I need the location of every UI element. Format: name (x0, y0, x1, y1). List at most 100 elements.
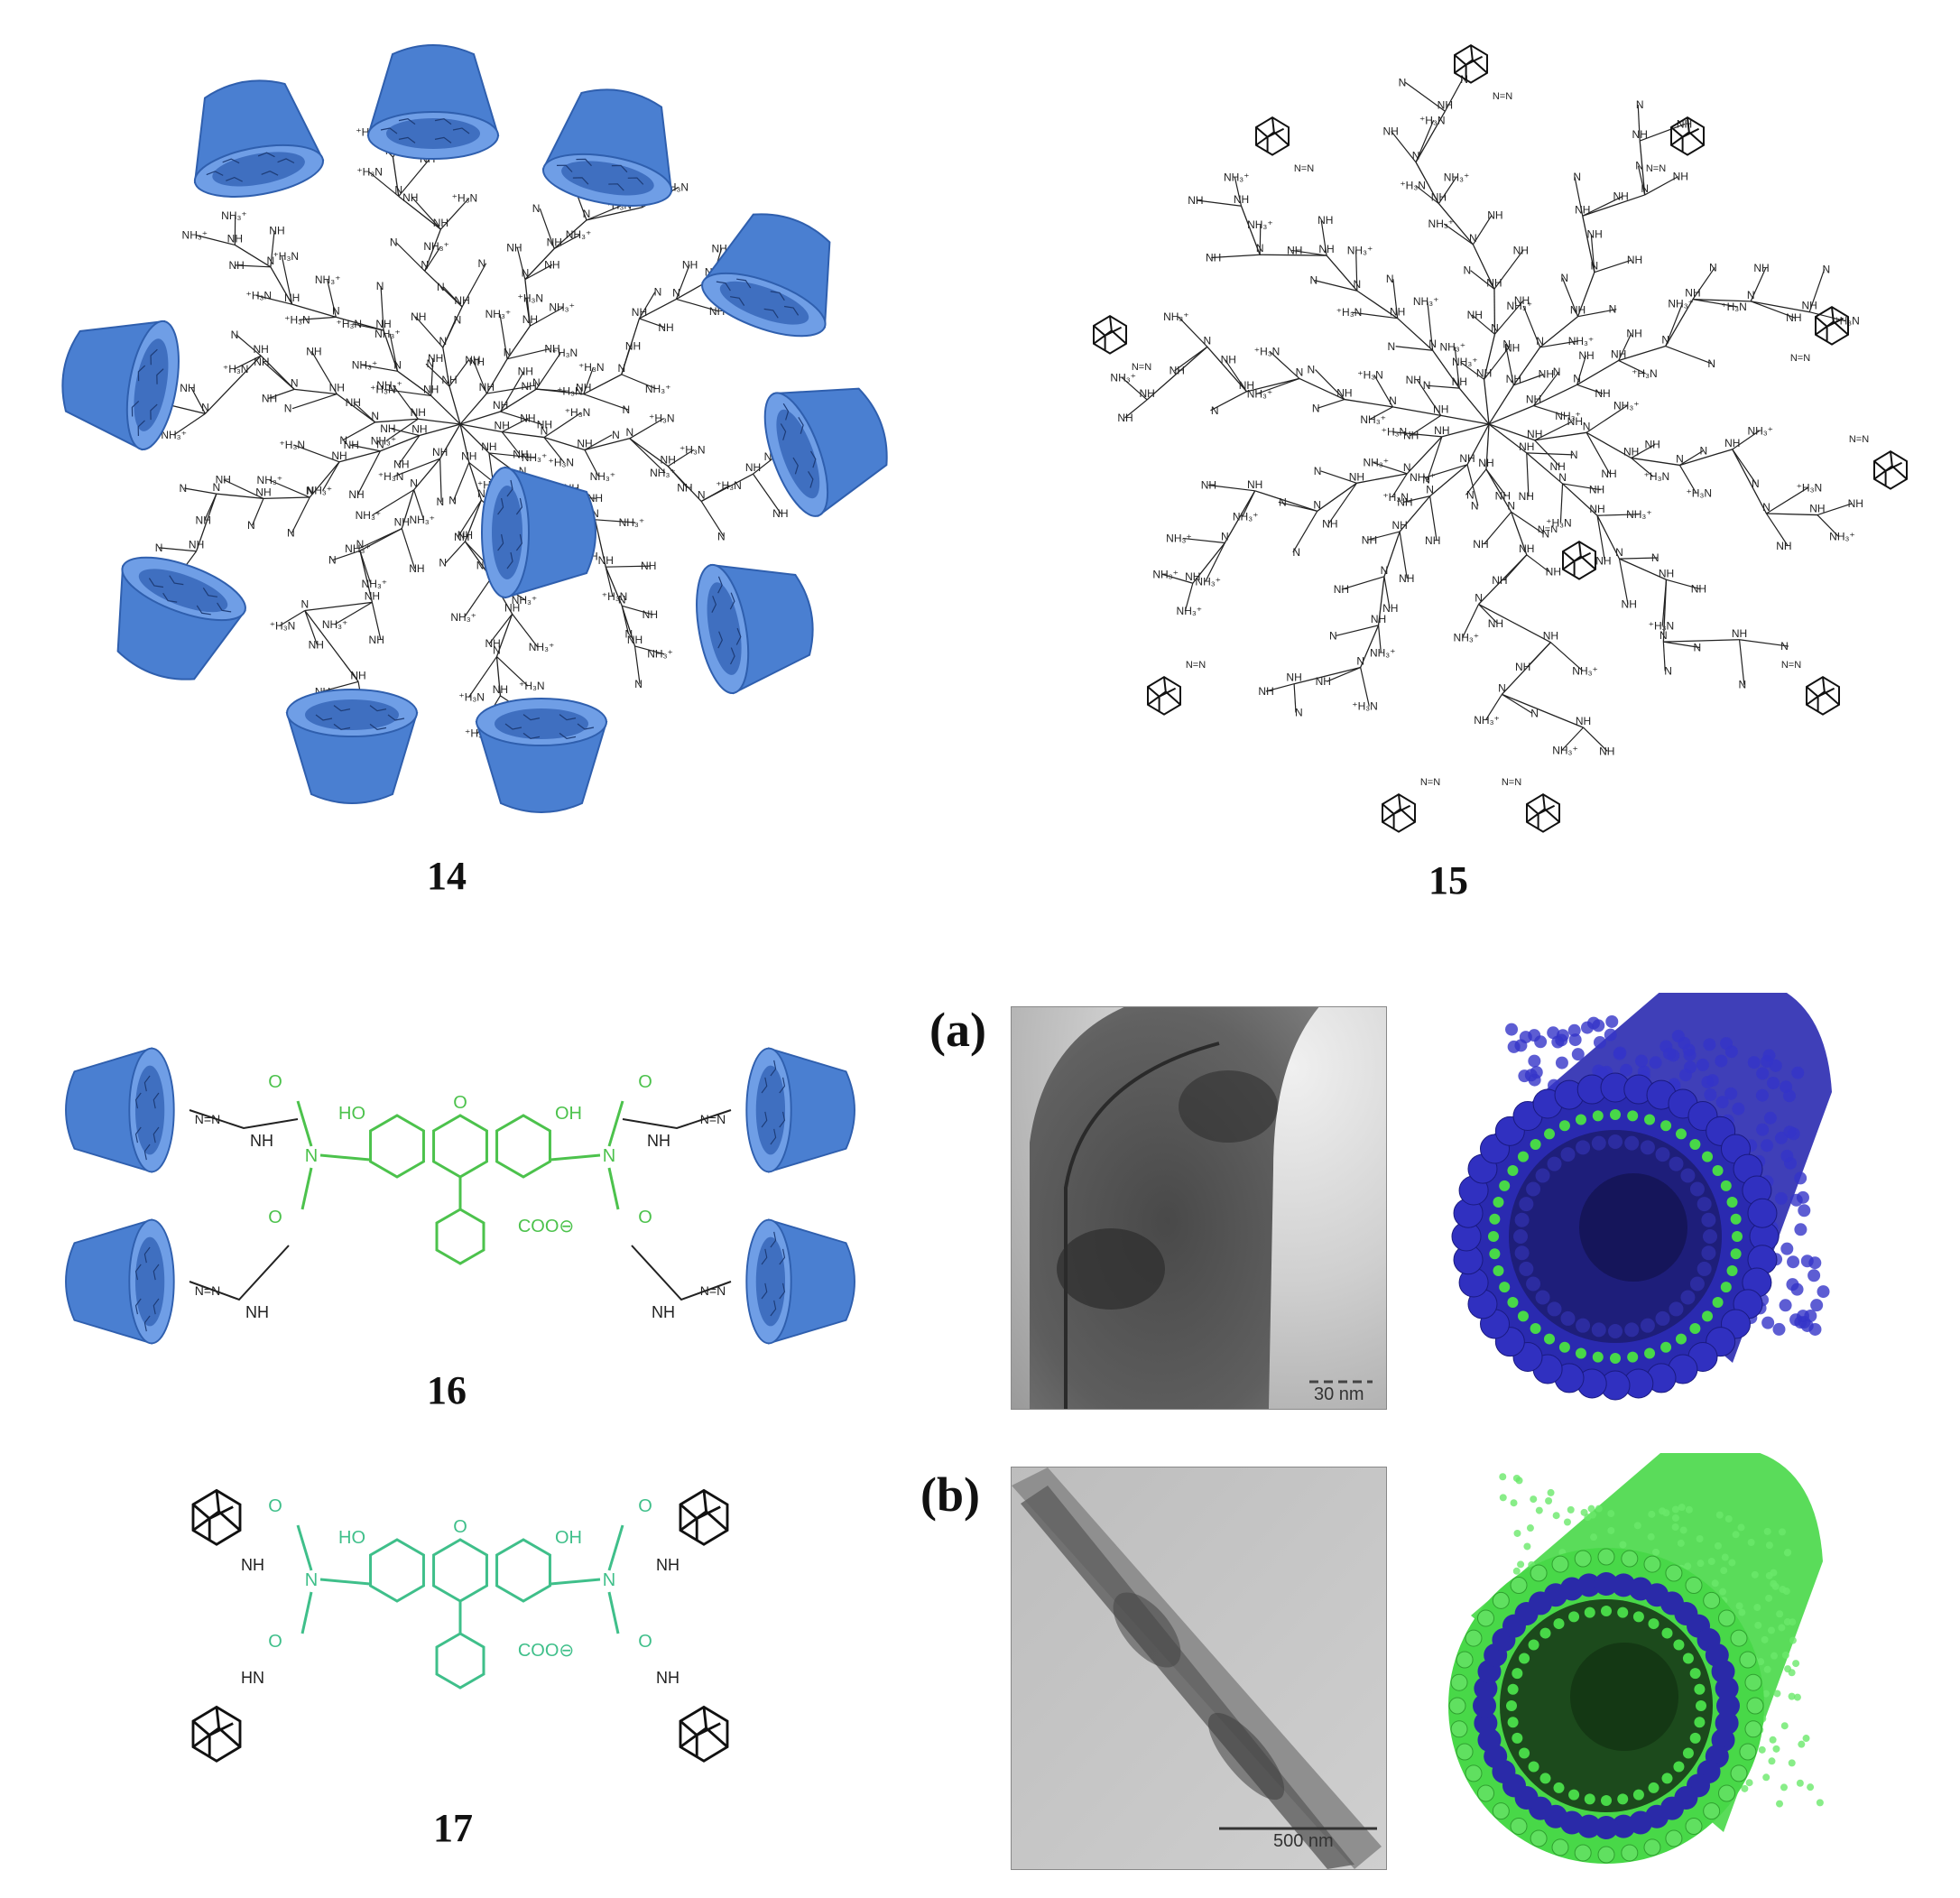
atom-label: N (1762, 501, 1770, 514)
adamantane-icon (191, 1488, 242, 1546)
atom-label: NH (711, 243, 726, 255)
triazole-label: N=N (1646, 163, 1666, 174)
atom-label: N (1428, 338, 1437, 350)
atom-label: NH (423, 383, 439, 395)
atom-label: NH (513, 449, 528, 461)
triazole-label: N=N (1420, 777, 1440, 788)
atom-label: N (1536, 335, 1544, 347)
atom-label: N (1296, 366, 1304, 378)
atom-label: N (247, 519, 255, 532)
atom-label: NH₃⁺ (409, 514, 435, 526)
panel-a-label: (a) (929, 1003, 986, 1057)
atom-label: NH₃⁺ (376, 379, 402, 392)
atom-label: NH₃⁺ (1247, 218, 1273, 231)
atom-label: N (591, 507, 599, 520)
atom-label: NH (1659, 567, 1674, 579)
atom-label: NH (1546, 565, 1561, 578)
atom-label: NH (1201, 478, 1216, 491)
atom-label: NH (537, 419, 552, 431)
atom-label: NH (1519, 542, 1534, 555)
triazole-icon: N=N (1646, 163, 1666, 174)
atom-label: NH (1487, 209, 1502, 222)
atom-label: NH (1206, 252, 1221, 264)
atom-label: ⁺H₃N (557, 385, 583, 398)
atom-label: ⁺H₃N (1400, 180, 1426, 192)
adamantane-icon (1670, 116, 1705, 156)
atom-label: N (1570, 449, 1578, 461)
atom-label: NH (1513, 245, 1529, 257)
atom-label: NH (1247, 478, 1262, 491)
nanotube-cross-section (1448, 1548, 1764, 1864)
atom-label: NH (465, 354, 480, 366)
atom-label: NH₃⁺ (1152, 568, 1179, 580)
atom-label: NH (1434, 424, 1449, 437)
atom-label: NH₃⁺ (182, 229, 208, 242)
tem-image-b: 500 nm (1011, 1467, 1387, 1870)
compound-17-label: 17 (433, 1806, 473, 1850)
atom-label: N (1541, 528, 1549, 541)
atom-label: N (1329, 629, 1337, 642)
atom-label: NH₃⁺ (1347, 244, 1373, 256)
atom-label: NH (495, 419, 510, 431)
adamantane-icon (1147, 676, 1181, 716)
atom-label: N (231, 329, 239, 341)
atom-label: NH₃⁺ (650, 467, 676, 479)
atom-label: NH (481, 440, 496, 453)
adamantane-icon (1873, 450, 1908, 490)
atom-label: N (1314, 465, 1322, 477)
atom-label: N (1591, 260, 1599, 273)
atom-label: N (1583, 420, 1591, 432)
atom-label: NH₃⁺ (1224, 171, 1250, 183)
triazole-icon: N=N (1186, 660, 1206, 671)
atom-label: N (1389, 394, 1397, 407)
atom-label: N (1292, 546, 1300, 559)
adamantane-icon (1815, 306, 1849, 346)
atom-label: ⁺H₃N (1686, 487, 1712, 500)
atom-label: NH₃⁺ (1233, 511, 1259, 523)
atom-label: NH (772, 507, 788, 520)
atom-label: N (519, 465, 527, 477)
atom-label: NH (411, 406, 426, 419)
atom-label: HN (241, 1669, 264, 1687)
atom-label: NH (331, 449, 347, 462)
atom-label: NH (1399, 572, 1414, 585)
triazole-label: N=N (195, 1283, 220, 1298)
atom-label: N (1558, 471, 1567, 484)
atom-label: NH₃⁺ (1195, 575, 1221, 588)
atom-label: N (654, 286, 662, 299)
atom-label: NH (627, 634, 643, 646)
atom-label: NH₃⁺ (1747, 424, 1773, 437)
atom-label: O (638, 1072, 652, 1092)
atom-label: NH₃⁺ (1163, 310, 1189, 323)
atom-label: N (1709, 261, 1717, 273)
scale-label-b: 500 nm (1273, 1831, 1334, 1851)
atom-label: N (305, 1570, 318, 1590)
atom-label: NH (625, 339, 641, 352)
atom-label: NH (1221, 353, 1236, 366)
atom-label: N (1651, 551, 1660, 564)
atom-label: NH (1527, 428, 1542, 440)
atom-label: NH (1117, 412, 1133, 424)
atom-label: N (622, 403, 630, 416)
atom-label: N (1313, 498, 1321, 511)
atom-label: N (287, 526, 295, 539)
atom-label: N (612, 429, 620, 441)
cyclodextrin-cone-icon (696, 563, 814, 695)
atom-label: NH (227, 232, 243, 245)
atom-label: NH (647, 1132, 670, 1150)
cyclodextrin-cone-icon (65, 1047, 175, 1173)
cyclodextrin-cone-icon (193, 79, 325, 198)
atom-label: NH₃⁺ (1444, 171, 1470, 183)
triazole-label: N=N (700, 1112, 726, 1126)
atom-label: NH₃⁺ (1572, 664, 1598, 677)
atom-label: NH₃⁺ (1568, 335, 1595, 347)
atom-label: NH (1550, 460, 1566, 473)
atom-label: NH₃⁺ (1413, 295, 1439, 308)
triazole-icon: N=N (1420, 777, 1440, 788)
atom-label: NH (643, 608, 658, 621)
atom-label: NH₃⁺ (522, 451, 548, 464)
atom-label: N (1738, 679, 1746, 691)
cyclodextrin-cone-icon (481, 466, 596, 599)
triazole-icon: N=N (1493, 91, 1512, 102)
atom-label: NH₃⁺ (529, 641, 555, 653)
